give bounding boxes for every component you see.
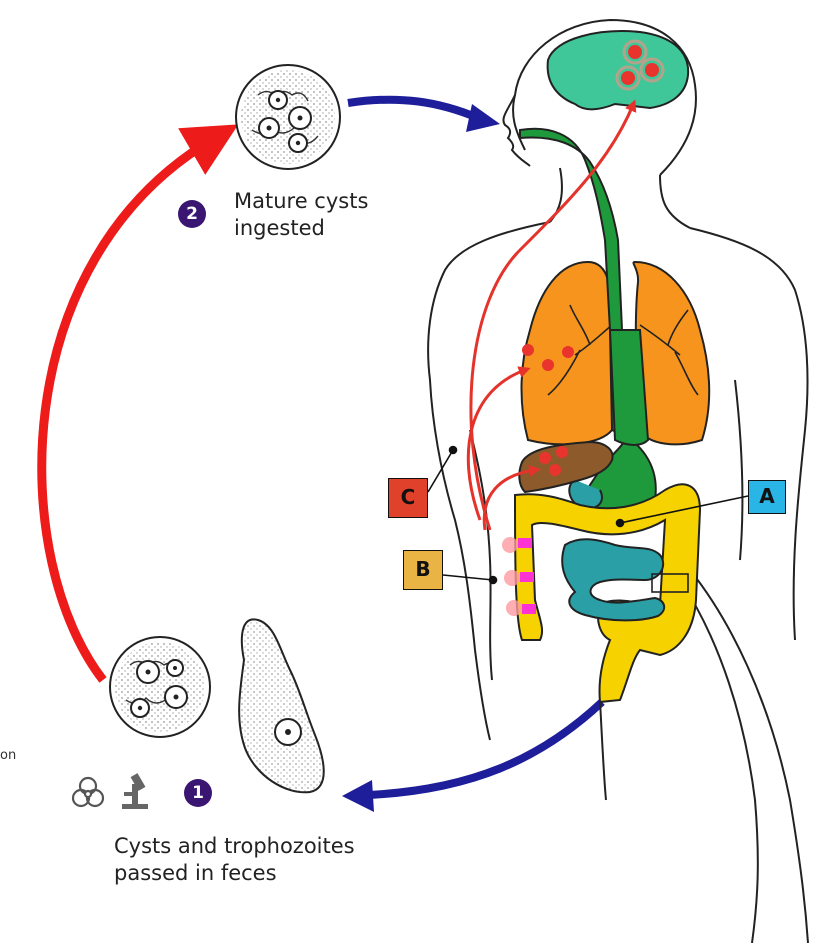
step-2-line-2: ingested — [234, 215, 368, 242]
mature-cyst — [236, 65, 340, 169]
site-label-b-text: B — [415, 557, 430, 581]
large-intestine — [515, 484, 700, 702]
step-2-number: 2 — [186, 204, 198, 224]
step-2-line-1: Mature cysts — [234, 188, 368, 215]
step-2-caption: Mature cysts ingested — [234, 188, 368, 242]
step-1-line-2: passed in feces — [114, 860, 355, 887]
site-label-a: A — [748, 480, 786, 514]
microscope-icon — [122, 773, 148, 809]
cropped-text-fragment: on — [0, 748, 16, 763]
step-1-number: 1 — [192, 783, 204, 803]
ingestion-arrow — [348, 100, 500, 132]
step-1-caption: Cysts and trophozoites passed in feces — [114, 833, 355, 887]
excretion-arrow — [342, 702, 602, 812]
trophozoite — [239, 619, 324, 792]
biohazard-icon — [73, 778, 103, 806]
site-label-c: C — [388, 478, 428, 518]
fecal-cyst — [110, 637, 210, 737]
site-label-c-text: C — [401, 485, 416, 509]
brain — [548, 31, 689, 109]
step-1-line-1: Cysts and trophozoites — [114, 833, 355, 860]
site-label-b: B — [403, 550, 443, 590]
site-label-a-text: A — [759, 484, 774, 508]
step-1-badge: 1 — [184, 779, 212, 807]
step-2-badge: 2 — [178, 200, 206, 228]
